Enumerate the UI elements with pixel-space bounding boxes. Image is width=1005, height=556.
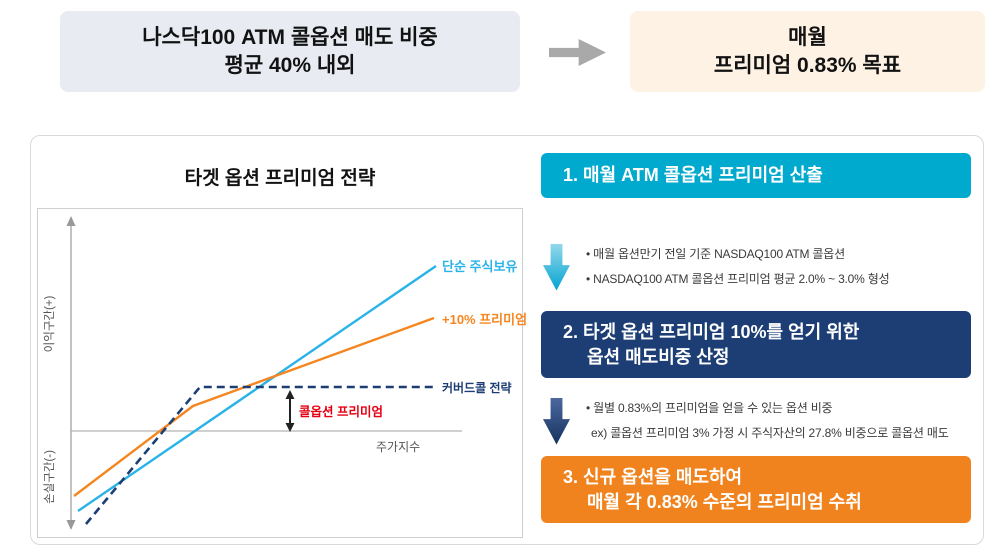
strategy-panel: 타겟 옵션 프리미엄 전략 이익구간(+) 손실구간(-) 주가지수 단순 주식… <box>30 135 984 545</box>
step-2-title-line1: 2. 타겟 옵션 프리미엄 10%를 얻기 위한 <box>563 321 860 342</box>
step-1-note-2: • NASDAQ100 ATM 콜옵션 프리미엄 평균 2.0% ~ 3.0% … <box>586 272 890 286</box>
down-arrow-icon <box>543 243 570 291</box>
right-block-arrow-icon <box>549 39 606 66</box>
monthly-premium-target-box: 매월 프리미엄 0.83% 목표 <box>630 11 985 92</box>
step-2-header: 2. 타겟 옵션 프리미엄 10%를 얻기 위한 옵션 매도비중 산정 <box>541 311 971 378</box>
step-1-notes: • 매월 옵션만기 전일 기준 NASDAQ100 ATM 콜옵션 • NASD… <box>586 242 890 292</box>
y-axis-down-arrowhead-icon <box>66 520 76 530</box>
stock-only-label: 단순 주식보유 <box>442 259 517 274</box>
step-2-notes: • 월별 0.83%의 프리미엄을 얻을 수 있는 옵션 비중 ex) 콜옵션 … <box>586 396 949 446</box>
monthly-premium-line2: 프리미엄 0.83% 목표 <box>713 53 902 77</box>
step-1-title: 1. 매월 ATM 콜옵션 프리미엄 산출 <box>563 165 823 186</box>
step-3-header: 3. 신규 옵션을 매도하여 매월 각 0.83% 수준의 프리미엄 수취 <box>541 456 971 523</box>
stock-only-line <box>77 265 437 512</box>
step-1-notes-row: • 매월 옵션만기 전일 기준 NASDAQ100 ATM 콜옵션 • NASD… <box>543 236 890 298</box>
call-sell-ratio-line2: 평균 40% 내외 <box>224 53 356 77</box>
premium-gap-arrow-down-icon <box>285 423 295 432</box>
step-3-title-line1: 3. 신규 옵션을 매도하여 <box>563 466 743 487</box>
step-1-header: 1. 매월 ATM 콜옵션 프리미엄 산출 <box>541 153 971 198</box>
chart-title: 타겟 옵션 프리미엄 전략 <box>184 168 376 189</box>
step-2-title-line2: 옵션 매도비중 산정 <box>587 346 730 367</box>
premium-gap-arrow-up-icon <box>285 390 295 399</box>
step-2-note-1: • 월별 0.83%의 프리미엄을 얻을 수 있는 옵션 비중 <box>586 401 833 415</box>
step-1-note-1: • 매월 옵션만기 전일 기준 NASDAQ100 ATM 콜옵션 <box>586 247 845 261</box>
y-axis-positive-label: 이익구간(+) <box>43 295 56 352</box>
plus10-premium-line <box>73 316 435 497</box>
step-2-note-2: ex) 콜옵션 프리미엄 3% 가정 시 주식자산의 27.8% 비중으로 콜옵… <box>591 426 949 440</box>
payoff-chart: 이익구간(+) 손실구간(-) 주가지수 단순 주식보유 +10% 프리미엄 커… <box>37 208 527 538</box>
payoff-chart-svg: 이익구간(+) 손실구간(-) 주가지수 단순 주식보유 +10% 프리미엄 커… <box>43 216 527 530</box>
y-axis-up-arrowhead-icon <box>66 216 76 226</box>
down-arrow-icon <box>543 397 570 445</box>
x-axis-label: 주가지수 <box>376 440 420 454</box>
plus10-premium-label: +10% 프리미엄 <box>442 312 527 327</box>
call-premium-annotation: 콜옵션 프리미엄 <box>299 404 383 419</box>
step-3-title-line2: 매월 각 0.83% 수준의 프리미엄 수취 <box>587 491 862 512</box>
covered-call-label: 커버드콜 전략 <box>442 380 512 395</box>
monthly-premium-line1: 매월 <box>788 25 827 49</box>
covered-call-line <box>85 385 436 525</box>
call-sell-ratio-box: 나스닥100 ATM 콜옵션 매도 비중 평균 40% 내외 <box>60 11 520 92</box>
step-2-notes-row: • 월별 0.83%의 프리미엄을 얻을 수 있는 옵션 비중 ex) 콜옵션 … <box>543 392 949 450</box>
call-sell-ratio-line1: 나스닥100 ATM 콜옵션 매도 비중 <box>142 25 438 49</box>
y-axis-negative-label: 손실구간(-) <box>43 450 56 504</box>
